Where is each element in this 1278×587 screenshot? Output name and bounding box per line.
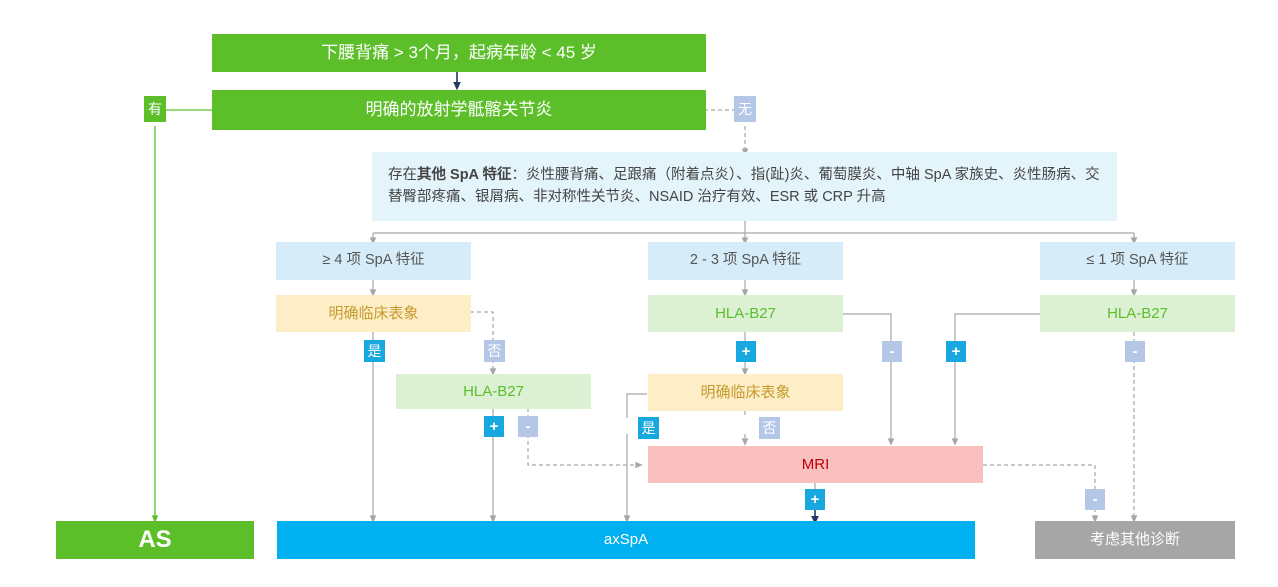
node-hla-mid: HLA-B27 bbox=[648, 295, 843, 332]
badge-no-radiographic: 无 bbox=[734, 96, 756, 122]
node-spa-features: 存在其他 SpA 特征：炎性腰背痛、足跟痛（附着点炎）、指(趾)炎、葡萄膜炎、中… bbox=[372, 152, 1117, 221]
badge-left-clinical-yes-label: 是 bbox=[367, 343, 382, 359]
node-clinical-mid-label: 明确临床表象 bbox=[700, 383, 791, 401]
badge-left-hla-positive: + bbox=[484, 416, 504, 437]
spa-features-bold: 其他 SpA 特征 bbox=[417, 167, 512, 184]
badge-mid-hla-negative-label: - bbox=[889, 343, 895, 360]
badge-mri-negative-label: - bbox=[1092, 491, 1098, 508]
node-spa-features-text: 存在其他 SpA 特征：炎性腰背痛、足跟痛（附着点炎）、指(趾)炎、葡萄膜炎、中… bbox=[372, 165, 1117, 207]
node-hla-right: HLA-B27 bbox=[1040, 295, 1235, 332]
badge-mid-clinical-no: 否 bbox=[759, 417, 780, 439]
badge-mid-hla-positive-label: + bbox=[741, 343, 751, 360]
badge-mid-clinical-yes-label: 是 bbox=[641, 420, 656, 436]
node-hla-left-label: HLA-B27 bbox=[463, 382, 524, 400]
badge-mri-positive: + bbox=[805, 489, 825, 510]
badge-right-hla-negative: - bbox=[1125, 341, 1145, 362]
node-branch-2to3: 2 - 3 项 SpA 特征 bbox=[648, 242, 843, 280]
spa-features-prefix: 存在 bbox=[388, 167, 417, 184]
badge-left-clinical-no: 否 bbox=[484, 340, 505, 362]
node-mri: MRI bbox=[648, 446, 983, 483]
node-clinical-left: 明确临床表象 bbox=[276, 295, 471, 332]
badge-mri-positive-label: + bbox=[810, 491, 820, 508]
node-axspa-label: axSpA bbox=[603, 531, 649, 549]
badge-left-hla-positive-label: + bbox=[489, 418, 499, 435]
badge-right-hla-negative-label: - bbox=[1132, 343, 1138, 360]
badge-left-hla-negative: - bbox=[518, 416, 538, 437]
node-hla-mid-label: HLA-B27 bbox=[715, 304, 776, 322]
node-other-diagnosis-label: 考虑其他诊断 bbox=[1089, 531, 1180, 549]
node-clinical-left-label: 明确临床表象 bbox=[328, 304, 419, 322]
node-branch-ge4: ≥ 4 项 SpA 特征 bbox=[276, 242, 471, 280]
badge-right-hla-positive-label: + bbox=[951, 343, 961, 360]
node-radiographic-sacroiliitis-label: 明确的放射学骶髂关节炎 bbox=[365, 99, 553, 119]
node-start: 下腰背痛 > 3个月，起病年龄 < 45 岁 bbox=[212, 34, 706, 72]
badge-has-radiographic-label: 有 bbox=[148, 101, 162, 117]
spa-features-rest: ：炎性腰背痛、足跟痛（附着点炎）、指(趾)炎、葡萄膜炎、中轴 SpA 家族史、炎… bbox=[388, 167, 1100, 205]
node-branch-le1-label: ≤ 1 项 SpA 特征 bbox=[1086, 252, 1189, 269]
badge-has-radiographic: 有 bbox=[144, 96, 166, 122]
node-radiographic-sacroiliitis: 明确的放射学骶髂关节炎 bbox=[212, 90, 706, 130]
badge-no-radiographic-label: 无 bbox=[738, 101, 752, 117]
badge-mid-hla-negative: - bbox=[882, 341, 902, 362]
badge-right-hla-positive: + bbox=[946, 341, 966, 362]
node-other-diagnosis: 考虑其他诊断 bbox=[1035, 521, 1235, 559]
node-branch-2to3-label: 2 - 3 项 SpA 特征 bbox=[689, 252, 802, 269]
badge-left-hla-negative-label: - bbox=[525, 418, 531, 435]
node-hla-right-label: HLA-B27 bbox=[1107, 304, 1168, 322]
node-start-label: 下腰背痛 > 3个月，起病年龄 < 45 岁 bbox=[321, 42, 597, 62]
node-branch-le1: ≤ 1 项 SpA 特征 bbox=[1040, 242, 1235, 280]
badge-mid-clinical-yes: 是 bbox=[638, 417, 659, 439]
node-as: AS bbox=[56, 521, 254, 559]
badge-mri-negative: - bbox=[1085, 489, 1105, 510]
badge-left-clinical-yes: 是 bbox=[364, 340, 385, 362]
node-branch-ge4-label: ≥ 4 项 SpA 特征 bbox=[322, 252, 425, 269]
badge-mid-hla-positive: + bbox=[736, 341, 756, 362]
node-hla-left: HLA-B27 bbox=[396, 374, 591, 409]
badge-left-clinical-no-label: 否 bbox=[487, 343, 502, 359]
node-mri-label: MRI bbox=[801, 455, 830, 473]
node-axspa: axSpA bbox=[277, 521, 975, 559]
node-clinical-mid: 明确临床表象 bbox=[648, 374, 843, 411]
node-as-label: AS bbox=[138, 525, 172, 553]
badge-mid-clinical-no-label: 否 bbox=[762, 420, 777, 436]
